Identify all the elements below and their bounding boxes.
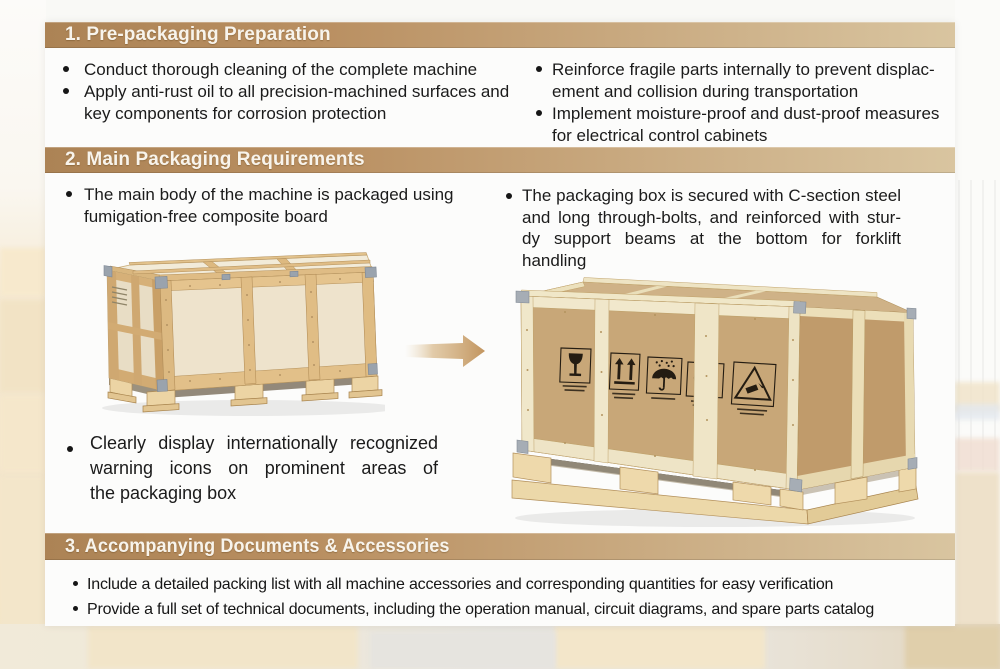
background-box-left-1: [0, 248, 46, 296]
background-band-pink: [955, 438, 1000, 472]
background-box-left-2: [0, 300, 46, 392]
background-band-tan2: [955, 472, 1000, 632]
background-machine-2: [555, 626, 765, 669]
background-box-left-3: [0, 396, 46, 472]
section3-title: 3. Accompanying Documents & Accessories: [65, 535, 450, 557]
bullet-dot: [73, 606, 78, 611]
background-floor-patch: [370, 632, 555, 669]
bullet-text: The packaging box is secured with C-sect…: [522, 186, 901, 270]
background-band-blue: [955, 404, 1000, 420]
bullet-text: Conduct thorough cleaning of the complet…: [84, 60, 478, 79]
bullet-text: Implement moisture-proof and dust-proof …: [552, 104, 940, 145]
bullet-dot: [63, 66, 69, 72]
section2-title: 2. Main Packaging Requirements: [65, 149, 365, 170]
bullet-text: Reinforce fragile parts internally to pr…: [552, 60, 935, 101]
background-shelf-bottom-right: [905, 626, 1000, 669]
bullet-text: Clearly display internationally recogniz…: [90, 433, 438, 503]
section2-header-bar: 2. Main Packaging Requirements: [45, 147, 955, 173]
plain-crate-illustration: [102, 252, 385, 416]
bullet-dot: [506, 193, 512, 199]
bullet-dot: [73, 581, 78, 586]
arrow-icon: [405, 335, 485, 367]
bullet-dot: [536, 66, 542, 72]
bullet-dot: [536, 110, 542, 116]
background-machine-1: [88, 626, 358, 669]
bullet-dot: [66, 191, 72, 197]
section1-header-bar: 1. Pre-packaging Preparation: [45, 22, 955, 48]
bullet-text: Apply anti-rust oil to all precision-mac…: [84, 82, 510, 123]
bullet-dot: [67, 446, 73, 452]
bullet-text: The main body of the machine is packaged…: [84, 185, 454, 226]
bullet-dot: [63, 88, 69, 94]
section1-title: 1. Pre-packaging Preparation: [65, 24, 331, 45]
warning-crate-illustration: [511, 277, 919, 527]
section3-header-bar: 3. Accompanying Documents & Accessories: [45, 533, 955, 560]
bullet-text: Include a detailed packing list with all…: [87, 576, 834, 593]
background-shelf-lines: [958, 180, 1000, 470]
bullet-text: Provide a full set of technical document…: [87, 601, 875, 618]
